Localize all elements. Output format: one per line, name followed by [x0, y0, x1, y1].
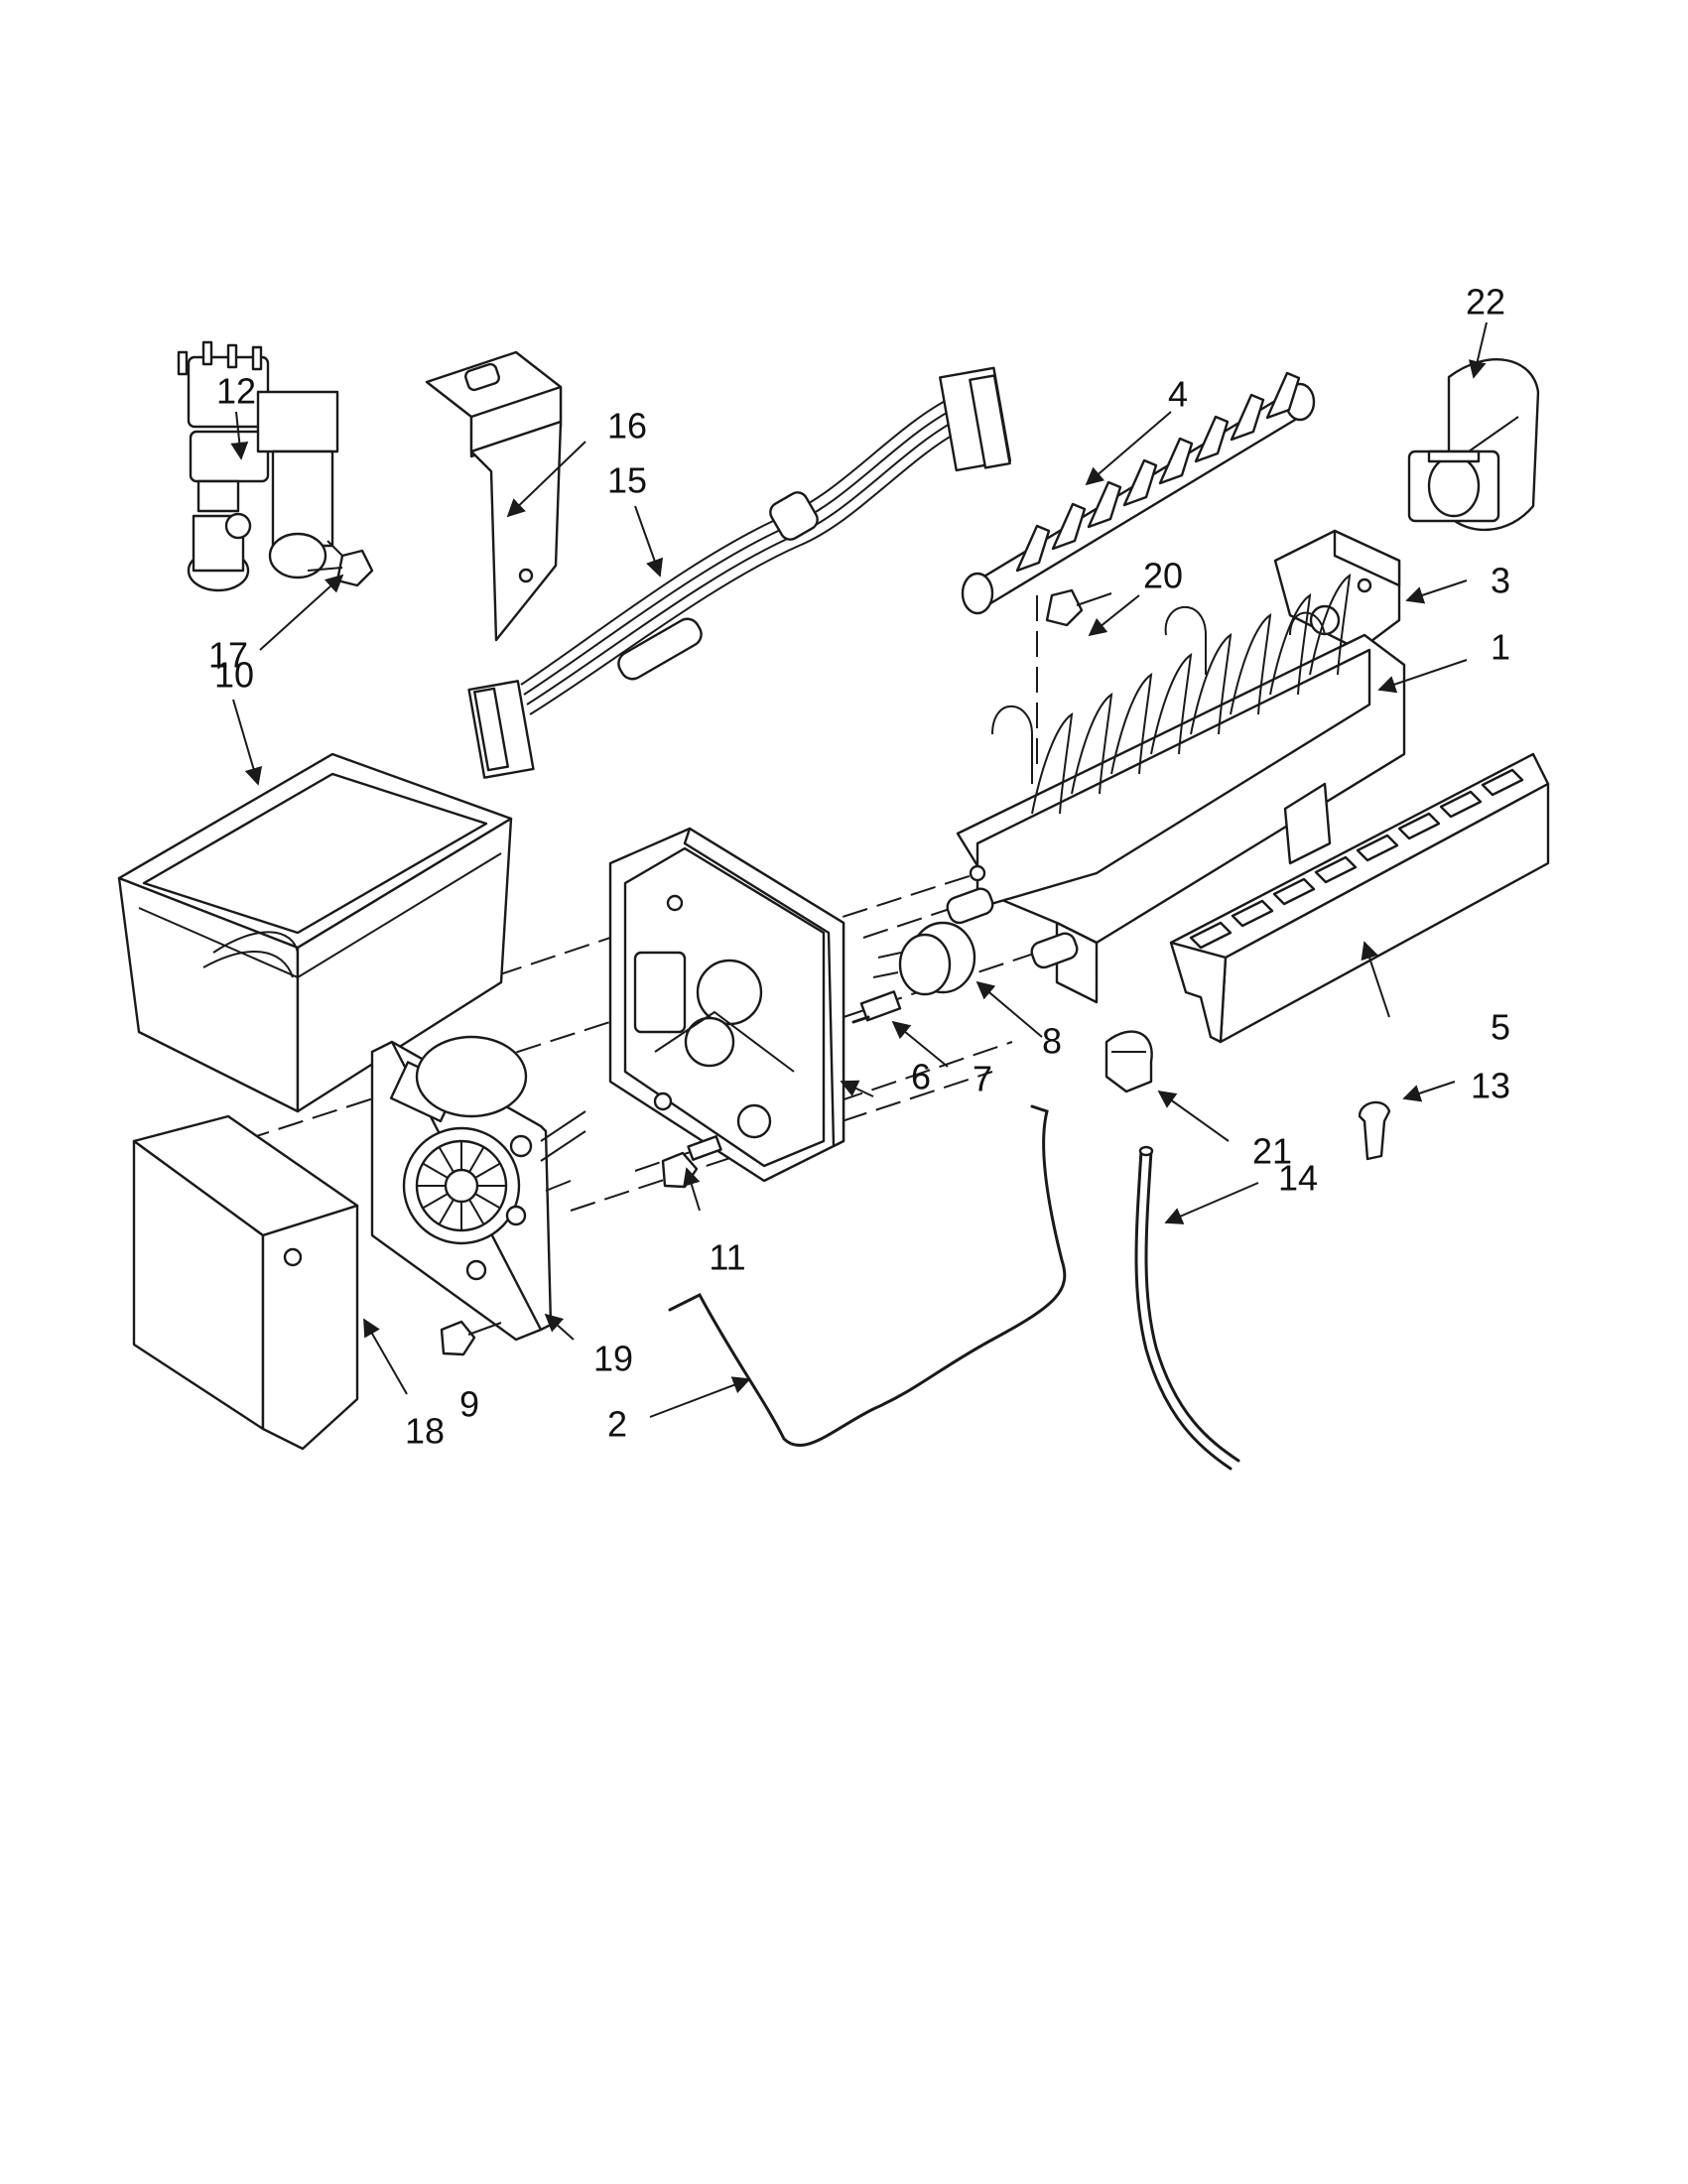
callout-10: 10: [214, 655, 254, 696]
leader-lines: [230, 321, 1488, 1418]
callout-19: 19: [593, 1339, 633, 1379]
callout-7: 7: [973, 1059, 992, 1099]
callout-4: 4: [1168, 374, 1188, 415]
ice-stripper: [1169, 752, 1550, 1044]
callout-12: 12: [216, 371, 256, 412]
callout-11: 11: [709, 1237, 745, 1278]
thermostat: [872, 921, 976, 996]
callout-6: 6: [911, 1057, 931, 1097]
callout-9: 9: [459, 1384, 479, 1425]
shut-off-arm-shaft: [851, 990, 902, 1024]
mounting-screw-11: [661, 1135, 722, 1189]
ejector-blade: [961, 371, 1316, 615]
callout-labels: 1 2 3 4 5 6 7 8 9 10 11 12 13 14 15 16 1…: [208, 282, 1510, 1452]
mounting-screw-20: [1045, 588, 1112, 627]
callout-15: 15: [607, 460, 647, 501]
front-cover: [132, 1114, 359, 1451]
ice-storage-bin: [117, 752, 513, 1113]
plug: [1358, 1100, 1391, 1161]
callout-22: 22: [1466, 282, 1505, 322]
harness-clip: [1104, 1030, 1153, 1093]
callout-8: 8: [1042, 1021, 1062, 1062]
heater-terminals: [946, 864, 1079, 969]
callout-2: 2: [607, 1404, 627, 1445]
callout-13: 13: [1471, 1066, 1510, 1106]
callout-16: 16: [607, 406, 647, 447]
mounting-screw-9: [440, 1320, 502, 1356]
callout-17: 17: [208, 635, 248, 676]
callout-20: 20: [1143, 556, 1183, 596]
callout-14: 14: [1278, 1158, 1318, 1199]
callout-18: 18: [405, 1411, 445, 1452]
stripper-cover: [1407, 358, 1540, 532]
callout-1: 1: [1491, 627, 1510, 668]
wire-harness: [467, 366, 1012, 779]
callout-3: 3: [1491, 561, 1510, 601]
control-module-housing: [608, 827, 845, 1183]
callout-21: 21: [1252, 1131, 1292, 1172]
shut-off-arm: [668, 1104, 1067, 1447]
fill-tube: [1134, 1145, 1240, 1471]
motor-cover-plate: [370, 1035, 586, 1342]
wire-harness-bracket: [425, 350, 563, 642]
callout-5: 5: [1491, 1007, 1510, 1048]
water-valve: [177, 340, 343, 592]
